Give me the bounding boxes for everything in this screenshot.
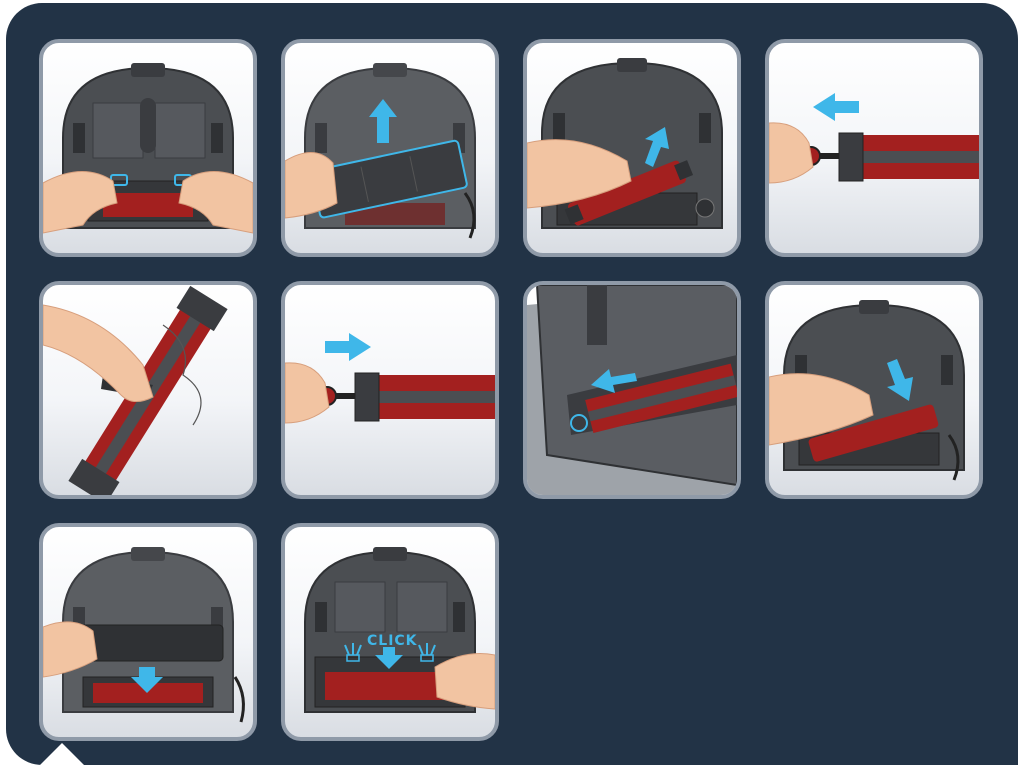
step-7-tile: [523, 281, 741, 499]
robot-wheel: [315, 602, 327, 632]
step-5-tile: [39, 281, 257, 499]
hand: [43, 305, 153, 402]
robot-panel: [335, 582, 385, 632]
brush-roll: [839, 133, 979, 181]
robot-bumper-sensor: [131, 63, 165, 77]
robot-wheel: [553, 113, 565, 143]
step-1-illustration: [43, 43, 253, 253]
robot-wheel: [73, 123, 85, 153]
step-10-tile: CLICK: [281, 523, 499, 741]
step-5-illustration: [43, 285, 253, 495]
robot-panel: [397, 582, 447, 632]
robot-panel: [93, 103, 143, 158]
robot-wheel: [315, 123, 327, 153]
arrow-left-icon: [813, 93, 859, 121]
side-brush-hub: [696, 199, 714, 217]
click-label: CLICK: [367, 633, 418, 649]
step-4-tile: [765, 39, 983, 257]
robot-wheel: [453, 602, 465, 632]
robot-wheel: [211, 123, 223, 153]
brush-roll: [355, 373, 495, 421]
step-1-tile: [39, 39, 257, 257]
robot-panel: [155, 103, 205, 158]
step-10-illustration: CLICK: [285, 527, 495, 737]
brush-roll: [103, 193, 193, 217]
step-6-tile: [281, 281, 499, 499]
step-8-illustration: [769, 285, 979, 495]
robot-wheel: [587, 285, 607, 345]
brush-axle: [335, 393, 355, 399]
side-brush: [235, 677, 243, 722]
speech-pointer: [40, 743, 84, 765]
robot-bumper-sensor: [373, 547, 407, 561]
robot-center-slot: [140, 98, 156, 153]
step-2-illustration: [285, 43, 495, 253]
brush-axle: [819, 153, 839, 159]
arrow-right-icon: [325, 333, 371, 361]
step-2-tile: [281, 39, 499, 257]
step-7-illustration: [527, 285, 737, 495]
step-3-illustration: [527, 43, 737, 253]
step-6-illustration: [285, 285, 495, 495]
hand: [285, 363, 329, 423]
step-9-tile: [39, 523, 257, 741]
step-8-tile: [765, 281, 983, 499]
step-4-illustration: [769, 43, 979, 253]
robot-bumper-sensor: [859, 300, 889, 314]
hand: [769, 123, 813, 183]
step-9-illustration: [43, 527, 253, 737]
robot-bumper-sensor: [373, 63, 407, 77]
robot-bumper-sensor: [617, 58, 647, 72]
robot-wheel: [699, 113, 711, 143]
robot-bumper-sensor: [131, 547, 165, 561]
robot-wheel: [941, 355, 953, 385]
step-3-tile: [523, 39, 741, 257]
